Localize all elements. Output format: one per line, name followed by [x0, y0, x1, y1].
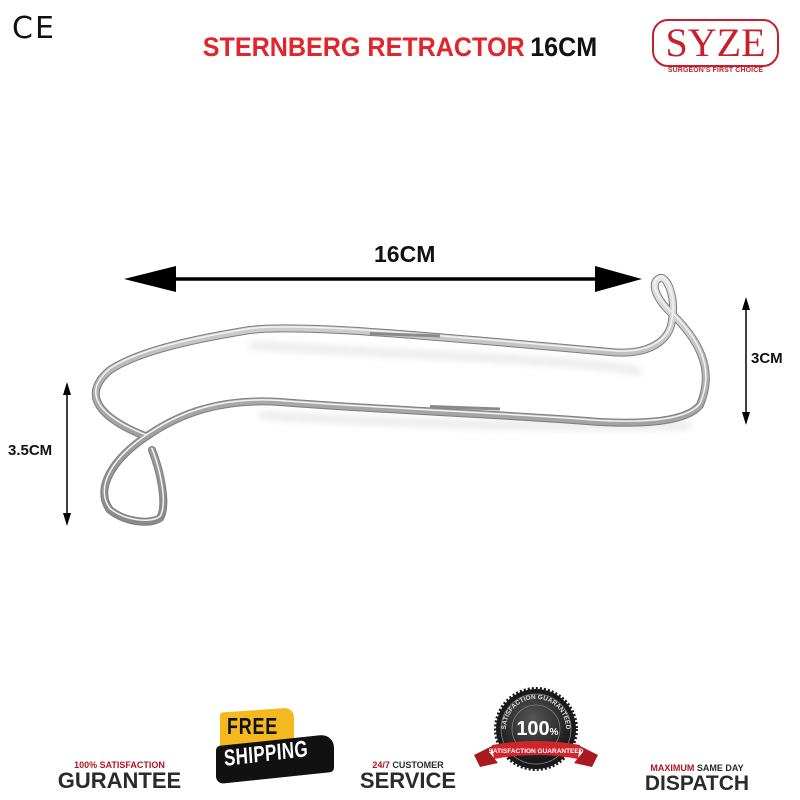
- left-height-dimension-arrow: [63, 382, 71, 526]
- satisfaction-badge-title: GURANTEE: [57, 768, 182, 793]
- product-title-name: STERNBERG RETRACTOR: [202, 32, 525, 62]
- dispatch-same-day: SAME DAY: [694, 763, 744, 773]
- free-shipping-badge: FREE SHIPPING: [214, 702, 349, 785]
- satisfaction-badge-caption: 100% SATISFACTION: [74, 760, 165, 770]
- left-height-label: 3.5CM: [8, 442, 53, 459]
- right-height-label: 3CM: [751, 350, 783, 367]
- syze-logo: SYZE: [652, 19, 779, 67]
- logo-brand: SYZE: [665, 20, 766, 65]
- customer-service-word: CUSTOMER: [389, 760, 444, 770]
- customer-service-caption: 24/7 CUSTOMER: [365, 761, 451, 770]
- right-height-dimension-arrow: [742, 297, 750, 425]
- ce-certification-mark: CE: [12, 11, 56, 46]
- product-title-size: 16CM: [530, 32, 598, 62]
- svg-text:100: 100: [516, 718, 549, 740]
- satisfaction-seal-icon: SATISFACTION GUARANTEED 100 % SATISFACTI…: [474, 687, 598, 771]
- svg-text:SATISFACTION GUARANTEED: SATISFACTION GUARANTEED: [489, 748, 584, 755]
- dispatch-title: DISPATCH: [644, 772, 750, 795]
- dispatch-maximum: MAXIMUM: [650, 763, 695, 773]
- customer-service-hours: 24/7: [372, 760, 390, 770]
- customer-service-title: SERVICE: [359, 768, 457, 793]
- retractor-wire: [91, 274, 710, 526]
- dispatch-caption: MAXIMUM SAME DAY: [632, 764, 762, 773]
- logo-tagline: SURGEON'S FIRST CHOICE: [667, 67, 764, 74]
- svg-text:%: %: [550, 727, 559, 738]
- length-dimension-arrow: [124, 266, 642, 292]
- length-label: 16CM: [374, 241, 436, 267]
- free-shipping-line1: FREE: [227, 713, 278, 739]
